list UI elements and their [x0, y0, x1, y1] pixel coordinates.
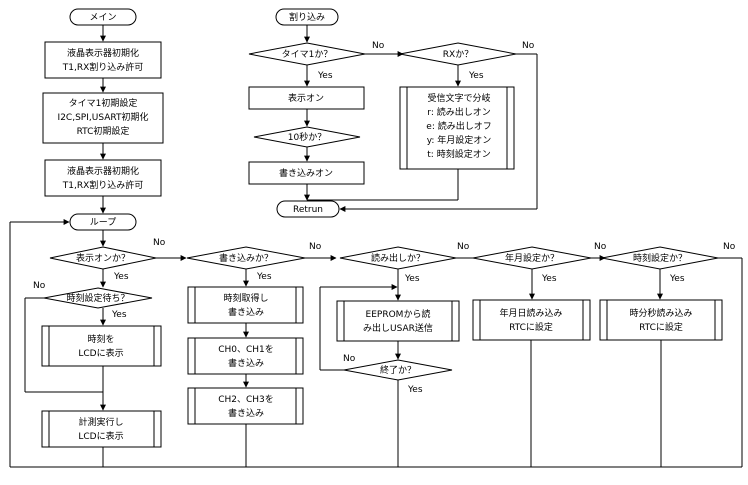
- write-step1-line1: 時刻取得し: [223, 292, 268, 304]
- time-set-check-label: 時刻設定か？: [633, 252, 687, 264]
- write-on-label: 書き込みオン: [279, 167, 333, 179]
- ym-step-box: [472, 299, 591, 341]
- display-check-label: 表示オンか？: [76, 252, 130, 264]
- rx-branch-box: [399, 86, 515, 170]
- loop-label: ループ: [90, 217, 116, 228]
- ym-yes-label: Yes: [541, 274, 557, 284]
- rx-branch-line1: 受信文字で分岐: [427, 92, 490, 104]
- measure-display-box: [41, 410, 162, 448]
- loop-branches: 表示オンか？ No Yes 時刻設定待ち？ No Yes 時刻を LCDに表示 …: [9, 219, 743, 468]
- read-no-label: No: [457, 242, 470, 252]
- time-set-step-line1: 時分秒読み込み: [629, 307, 692, 319]
- display-yes-label: Yes: [113, 272, 129, 282]
- read-step-line2: み出しUSAR送信: [363, 322, 433, 334]
- main-init3-box: [44, 159, 162, 197]
- rx-branch-line4: y: 年月設定オン: [427, 134, 492, 146]
- main-init1-line1: 液晶表示器初期化: [67, 47, 139, 59]
- return-terminal: [276, 200, 340, 218]
- time-set-step-line2: RTCに設定: [639, 321, 683, 333]
- timer-no-label: No: [372, 41, 385, 51]
- display-no-label: No: [153, 238, 166, 248]
- end-no-label: No: [343, 354, 356, 364]
- write-step3-box: [187, 387, 304, 425]
- rx-branch-line5: t: 時刻設定オン: [427, 148, 490, 160]
- main-start-label: メイン: [89, 13, 116, 23]
- main-init1-line2: T1,RX割り込み許可: [62, 61, 144, 73]
- rx-no-label: No: [522, 41, 535, 51]
- display-on-label: 表示オン: [288, 92, 324, 104]
- rx-check-label: RXか？: [443, 49, 473, 60]
- read-step-box: [336, 300, 460, 342]
- time-set-yes-label: Yes: [669, 274, 685, 284]
- rx-branch-line2: r: 読み出しオン: [427, 106, 490, 118]
- time-display-line1: 時刻を: [87, 333, 114, 345]
- time-display-box: [41, 325, 162, 367]
- read-yes-label: Yes: [404, 274, 420, 284]
- return-label: Retrun: [293, 205, 323, 215]
- write-no-label: No: [309, 242, 322, 252]
- ym-step-line2: RTCに設定: [509, 321, 553, 333]
- timer-yes-label: Yes: [317, 71, 333, 81]
- write-step1-line2: 書き込み: [228, 306, 264, 318]
- main-init3-line2: T1,RX割り込み許可: [62, 179, 144, 191]
- time-wait-no-label: No: [33, 281, 46, 291]
- end-yes-label: Yes: [407, 385, 423, 395]
- time-set-step-box: [599, 299, 723, 341]
- main-init3-line1: 液晶表示器初期化: [67, 165, 139, 177]
- ym-no-label: No: [594, 242, 607, 252]
- timer-check-label: タイマ1か？: [282, 49, 333, 60]
- ym-check-label: 年月設定か？: [505, 252, 559, 264]
- time-display-line2: LCDに表示: [78, 347, 123, 359]
- write-step1-box: [187, 286, 304, 324]
- write-check-label: 書き込みか？: [219, 252, 273, 264]
- rx-branch-line3: e: 読み出しオフ: [426, 120, 491, 132]
- measure-display-line1: 計測実行し: [78, 416, 123, 428]
- time-set-no-label: No: [723, 242, 736, 252]
- interrupt-start-label: 割り込み: [289, 11, 325, 23]
- interrupt-column: 割り込み タイマ1か？ No Yes 表示オン 10秒か？ 書き込みオン Ret…: [248, 8, 538, 218]
- main-column: メイン 液晶表示器初期化 T1,RX割り込み許可 タイマ1初期設定 I2C,SP…: [42, 8, 164, 247]
- time-wait-diamond: [43, 287, 153, 309]
- rx-yes-label: Yes: [468, 71, 484, 81]
- ten-sec-label: 10秒か？: [288, 131, 326, 143]
- write-step3-line1: CH2、CH3を: [218, 394, 274, 405]
- main-init2-line2: I2C,SPI,USART初期化: [58, 111, 149, 123]
- read-check-label: 読み出しか？: [371, 252, 425, 264]
- measure-display-line2: LCDに表示: [78, 430, 123, 442]
- main-init1-box: [44, 41, 162, 79]
- write-step2-line2: 書き込み: [228, 357, 264, 369]
- write-yes-label: Yes: [256, 272, 272, 282]
- main-init2-line3: RTC初期設定: [77, 125, 130, 137]
- time-wait-label: 時刻設定待ち？: [66, 292, 129, 304]
- write-step3-line2: 書き込み: [228, 407, 264, 419]
- main-init2-line1: タイマ1初期設定: [69, 97, 138, 109]
- write-step2-line1: CH0、CH1を: [218, 344, 274, 355]
- ym-step-line1: 年月日読み込み: [499, 307, 562, 319]
- end-check-label: 終了か？: [380, 364, 416, 376]
- write-step2-box: [187, 337, 304, 375]
- time-wait-yes-label: Yes: [111, 310, 127, 320]
- read-step-line1: EEPROMから読: [366, 308, 431, 320]
